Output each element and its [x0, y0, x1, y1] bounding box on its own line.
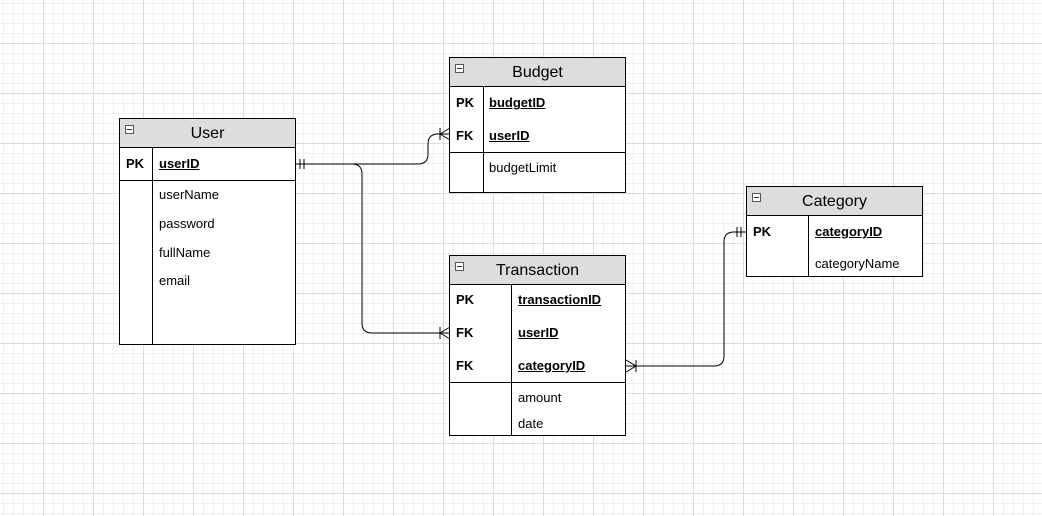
attribute: budgetLimit [489, 160, 557, 175]
collapse-icon[interactable] [455, 262, 464, 271]
entity-title: User [190, 125, 225, 142]
key-label: PK [126, 156, 145, 171]
foreign-key-attribute: categoryID [518, 358, 586, 373]
entity-budget[interactable]: Budget PK budgetID FK userID budgetLimit [449, 57, 626, 193]
cardinality-many-transaction-category [625, 359, 637, 373]
foreign-key-attribute: userID [489, 128, 530, 143]
primary-key-attribute: budgetID [489, 95, 546, 110]
attribute: userName [159, 187, 219, 202]
cardinality-one-category [736, 227, 742, 237]
cardinality-many-budget [439, 127, 451, 141]
entity-header: Category [747, 187, 922, 216]
key-label: FK [456, 128, 474, 143]
entity-transaction[interactable]: Transaction PK transactionID FK userID F… [449, 255, 626, 436]
attribute: date [518, 416, 544, 431]
key-label: FK [456, 358, 474, 373]
collapse-icon[interactable] [455, 64, 464, 73]
entity-header: Budget [450, 58, 625, 87]
entity-header: Transaction [450, 256, 625, 285]
key-label: FK [456, 325, 474, 340]
key-label: PK [456, 95, 475, 110]
primary-key-attribute: categoryID [815, 224, 883, 239]
connector-category-transaction [626, 231, 746, 367]
entity-title: Transaction [496, 262, 579, 279]
key-label: PK [753, 224, 772, 239]
entity-category[interactable]: Category PK categoryID categoryName [746, 186, 923, 277]
attribute: amount [518, 390, 562, 405]
key-label: PK [456, 292, 475, 307]
attribute: fullName [159, 245, 211, 260]
cardinality-many-transaction-user [439, 326, 451, 340]
primary-key-attribute: userID [159, 156, 200, 171]
entity-title: Budget [512, 64, 563, 81]
attribute: email [159, 273, 191, 288]
entity-title: Category [802, 193, 867, 210]
connector-user-budget [296, 133, 450, 165]
collapse-icon[interactable] [125, 125, 134, 134]
foreign-key-attribute: userID [518, 325, 559, 340]
connector-user-transaction [296, 163, 450, 334]
primary-key-attribute: transactionID [518, 292, 602, 307]
entity-header: User [120, 119, 295, 148]
attribute: categoryName [815, 256, 900, 271]
entity-user[interactable]: User PK userID userName password fullNam… [119, 118, 296, 345]
attribute: password [159, 216, 215, 231]
collapse-icon[interactable] [752, 193, 761, 202]
